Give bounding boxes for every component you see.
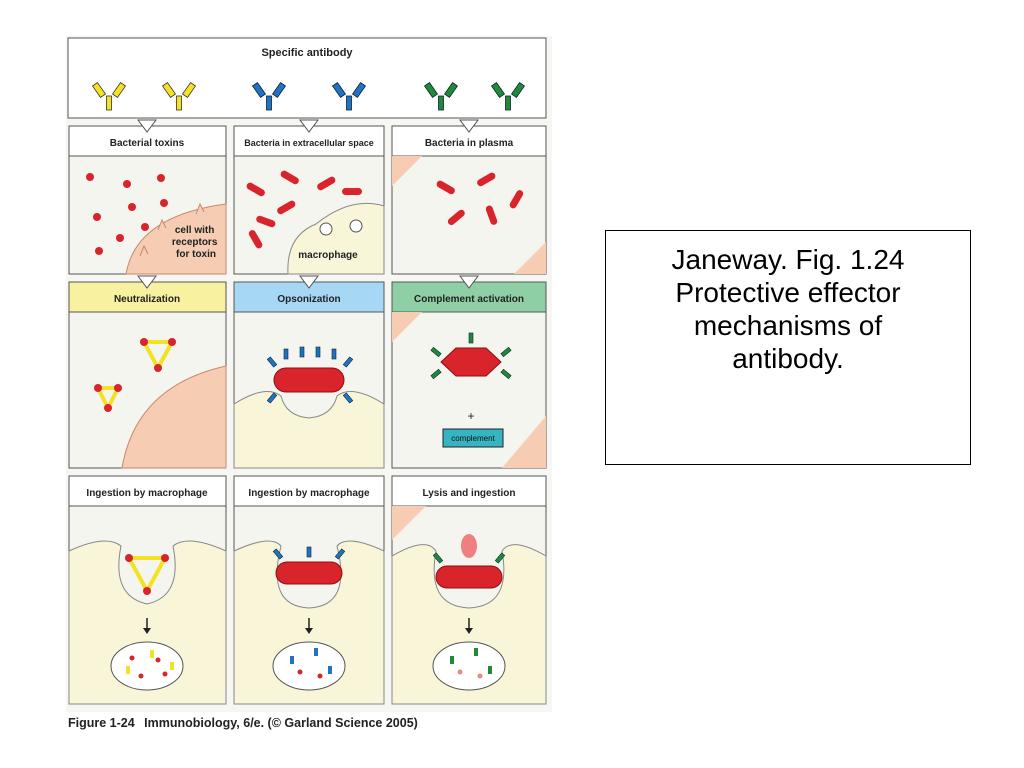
phagolysosome-1	[110, 641, 184, 691]
neutralization-complex	[94, 338, 176, 413]
figure-caption-label: Figure 1-24	[68, 716, 135, 730]
bacteria-rods	[246, 170, 362, 249]
phagolysosome-2	[272, 641, 346, 691]
cell-with-receptors	[125, 203, 227, 275]
note-line-2: Protective effector	[675, 277, 901, 308]
note-line-4: antibody.	[732, 343, 844, 374]
header-complement-activation: Complement activation	[414, 294, 524, 305]
immunobiology-figure: Specific antibody Bacterial toxins cell …	[66, 36, 552, 712]
header-ingestion-2: Ingestion by macrophage	[248, 488, 370, 499]
figure-caption: Figure 1-24 Immunobiology, 6/e. (© Garla…	[68, 716, 418, 730]
complement-label: complement	[451, 434, 495, 443]
note-line-3: mechanisms of	[693, 310, 883, 341]
figure-caption-text: Immunobiology, 6/e. (© Garland Science 2…	[144, 716, 418, 730]
lysis-burst	[461, 534, 477, 558]
macrophage-label: macrophage	[298, 250, 358, 261]
column-toxins: Bacterial toxins cell with receptors for…	[68, 119, 227, 705]
specific-antibody-title: Specific antibody	[261, 47, 353, 59]
header-bacteria-extracellular: Bacteria in extracellular space	[244, 138, 374, 148]
column-extracellular: Bacteria in extracellular space macropha…	[233, 119, 385, 705]
cell-receptor-label: cell with receptors for toxin	[172, 225, 220, 260]
header-bacteria-plasma: Bacteria in plasma	[425, 138, 514, 149]
opsonized-bacterium	[273, 367, 345, 393]
header-lysis-ingestion: Lysis and ingestion	[423, 488, 516, 499]
complement-bacterium	[440, 347, 502, 377]
header-neutralization: Neutralization	[114, 294, 180, 305]
header-bacterial-toxins: Bacterial toxins	[110, 138, 185, 149]
column-plasma: Bacteria in plasma Complement activation…	[391, 119, 547, 705]
note-line-1: Janeway. Fig. 1.24	[671, 244, 905, 275]
plus-sign: +	[467, 409, 474, 423]
complement-box	[442, 428, 504, 448]
header-ingestion-1: Ingestion by macrophage	[86, 488, 208, 499]
specific-antibody-panel: Specific antibody	[67, 37, 547, 119]
note-box: Janeway. Fig. 1.24 Protective effector m…	[605, 230, 971, 465]
header-opsonization: Opsonization	[277, 294, 340, 305]
toxin-dots	[86, 173, 168, 255]
phagolysosome-3	[432, 641, 506, 691]
